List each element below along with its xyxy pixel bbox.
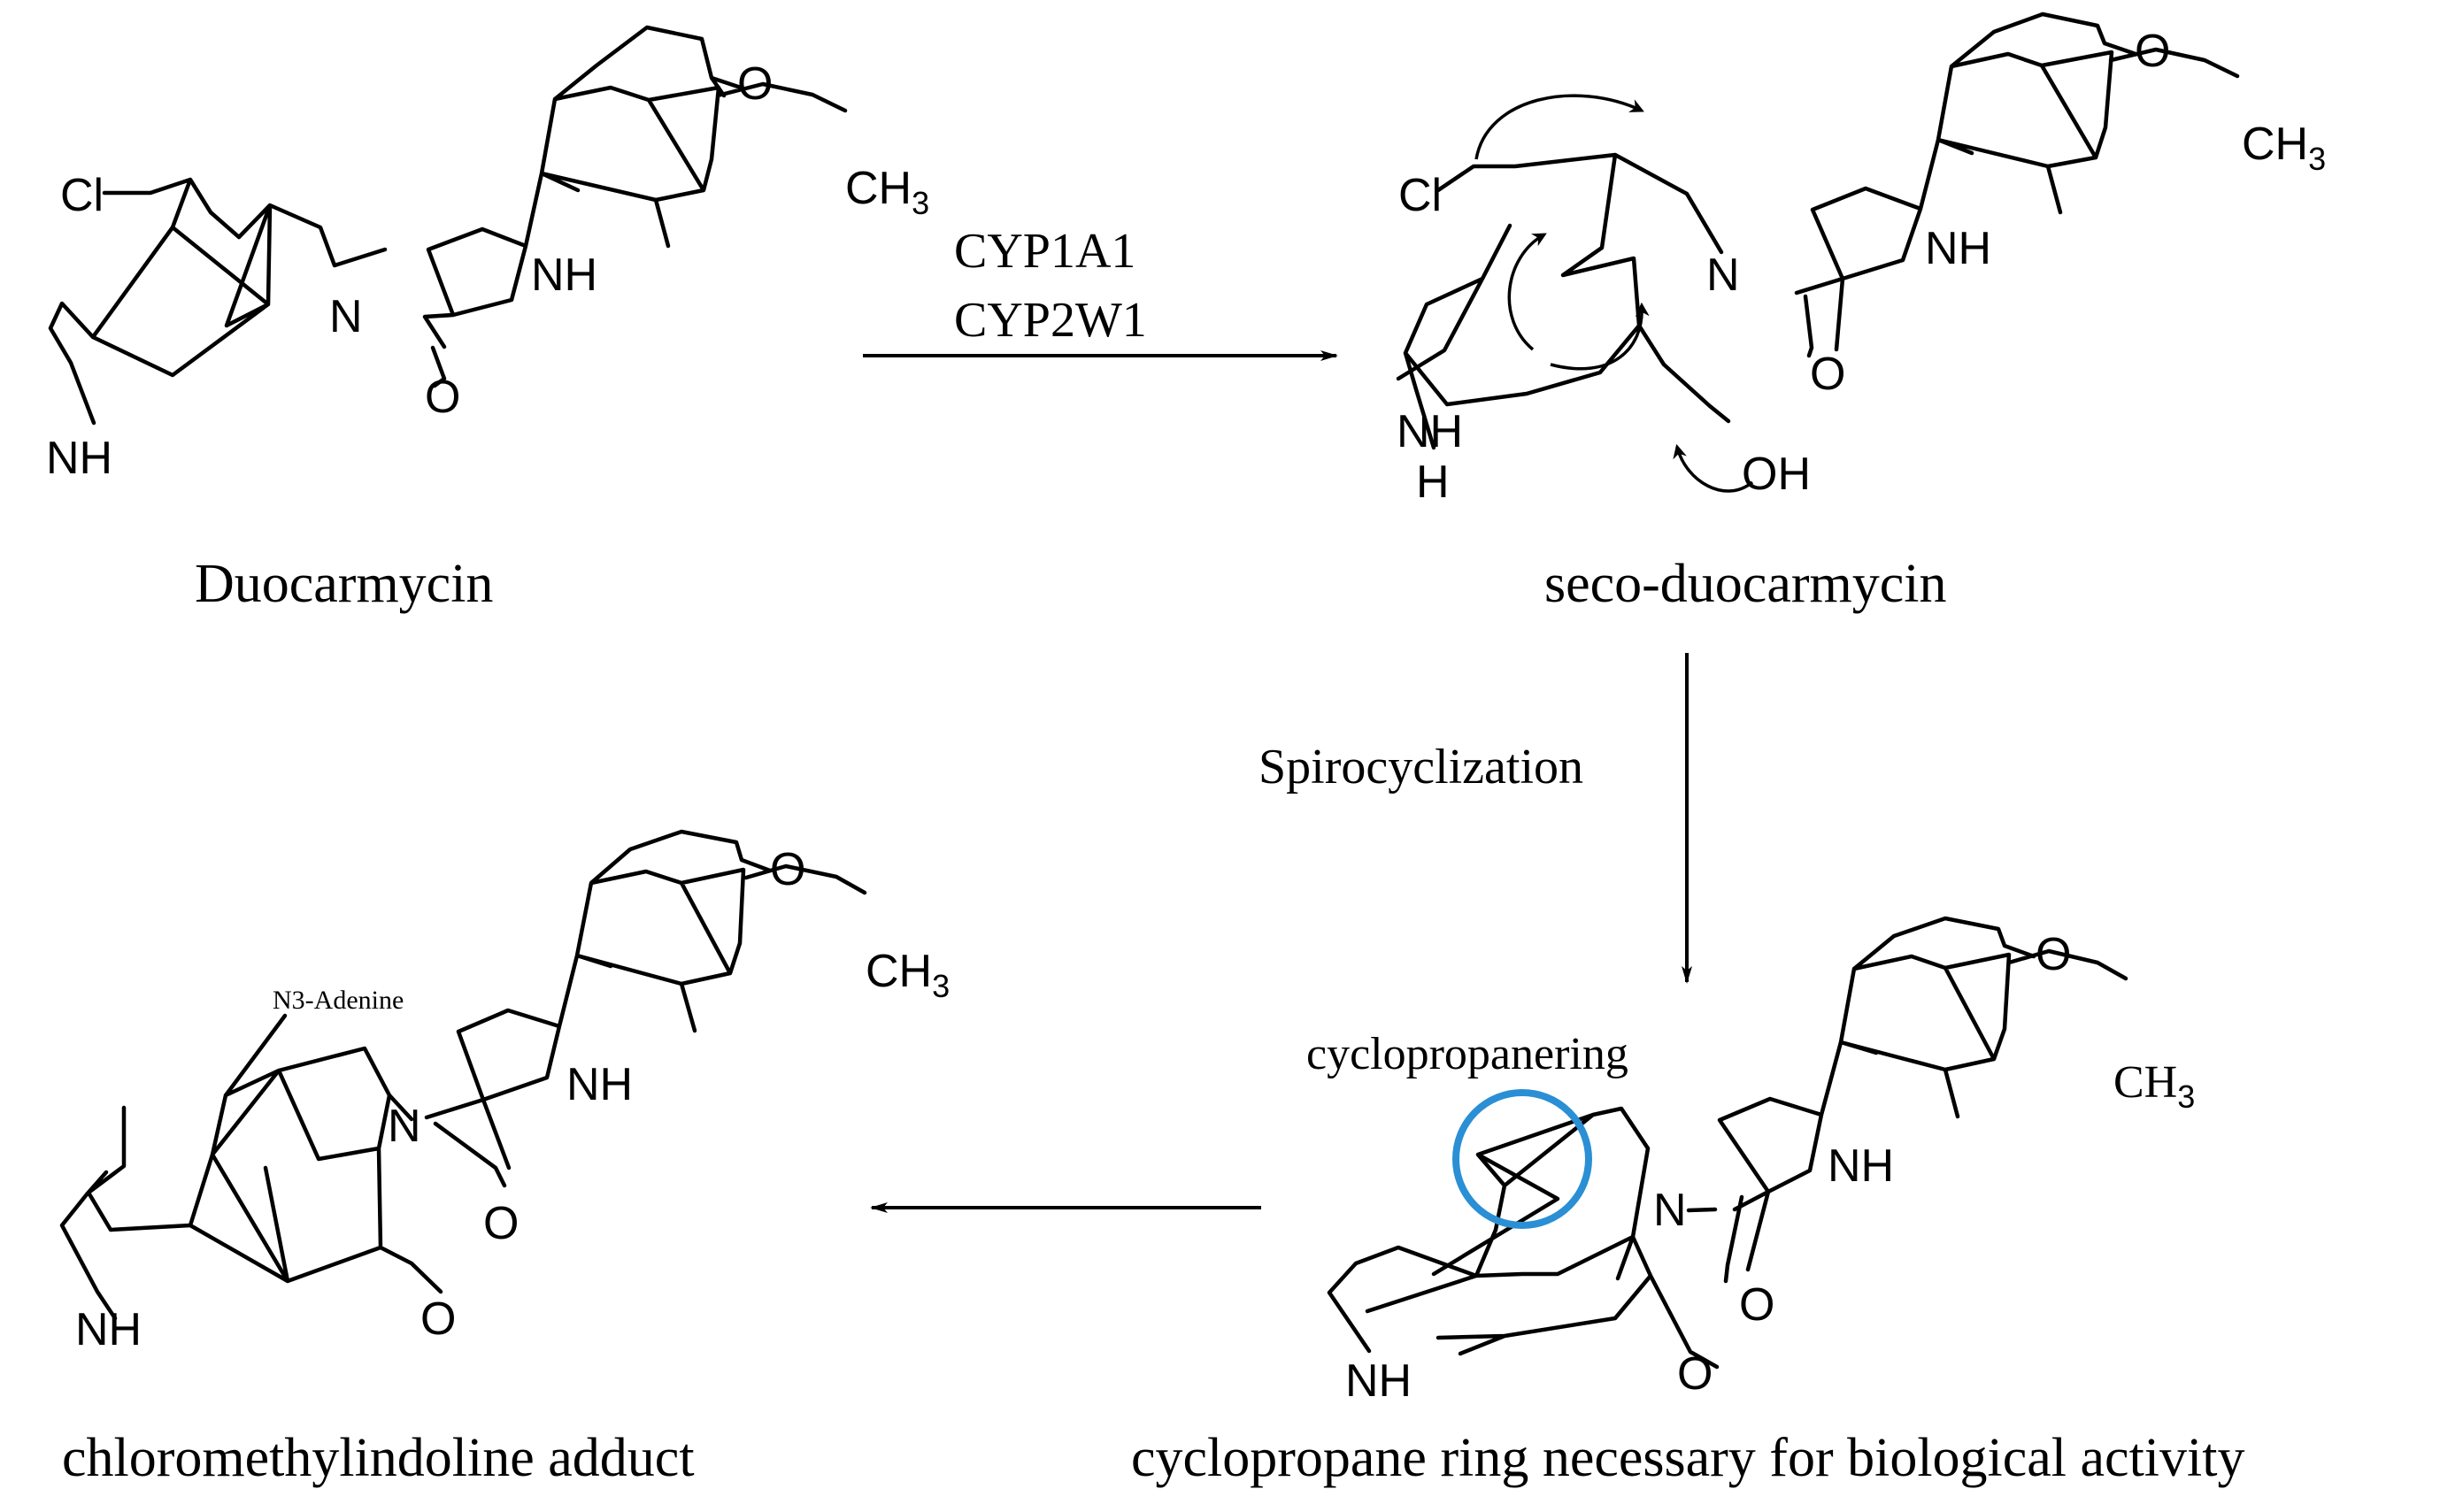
duocarmycin-bonds: [48, 25, 848, 426]
cyclopropane-atom-ch3: CH3: [2113, 1057, 2195, 1115]
seco-caption: seco-duocarmycin: [1544, 554, 1946, 614]
seco-duocarmycin-structure: Cl N NH NH H O OH O CH3 seco-duocarmycin: [1396, 12, 2326, 614]
cyclopropane-atom-o-ketone: O: [1677, 1348, 1713, 1400]
adduct-atom-ch3: CH3: [866, 946, 950, 1004]
seco-atom-cl: Cl: [1398, 170, 1442, 221]
adduct-structure: N3-Adenine N NH NH O O O CH3 chloromethy…: [59, 829, 950, 1488]
seco-curved-arrow-inner: [1550, 302, 1650, 371]
seco-atom-ch3: CH3: [2242, 119, 2326, 177]
step2-label: Spirocyclization: [1258, 740, 1583, 794]
seco-atom-o: O: [1810, 349, 1845, 400]
seco-atom-o-ether: O: [2135, 26, 2170, 77]
adduct-atom-o: O: [483, 1198, 519, 1249]
duocarmycin-structure: Cl N NH NH O O CH3 Duocarmycin: [46, 25, 929, 614]
cyclopropane-atom-nh-indole: NH: [1828, 1140, 1894, 1192]
adduct-atom-nh-indole: NH: [566, 1059, 633, 1110]
duocarmycin-atom-cl: Cl: [60, 170, 104, 221]
cyclopropane-atom-o-ether: O: [2036, 929, 2071, 980]
seco-curved-arrow-cl: [1474, 94, 1644, 160]
cyclopropane-bonds: [1327, 916, 2128, 1370]
duocarmycin-atom-nh-pyrrole: NH: [46, 433, 112, 484]
seco-atom-h-pyrrole: H: [1416, 457, 1450, 508]
duocarmycin-atom-n: N: [329, 291, 363, 342]
cyclopropane-caption: cyclopropane ring necessary for biologic…: [1131, 1428, 2244, 1488]
duocarmycin-caption: Duocarmycin: [195, 554, 493, 614]
seco-bonds: [1396, 12, 2240, 450]
cyclopropane-annotation: cyclopropanering: [1306, 1029, 1628, 1079]
seco-atom-nh-indole: NH: [1925, 223, 1991, 274]
duocarmycin-atom-o: O: [425, 372, 460, 423]
adduct-caption: chloromethylindoline adduct: [62, 1428, 695, 1488]
adduct-atom-n: N: [388, 1101, 421, 1152]
duocarmycin-atom-nh-indole: NH: [531, 249, 597, 301]
adduct-atom-nh-pyrrole: NH: [75, 1304, 142, 1355]
duocarmycin-atom-o-ether: O: [737, 58, 773, 110]
seco-atom-n: N: [1706, 249, 1740, 301]
cyclopropane-atom-o: O: [1739, 1279, 1774, 1331]
seco-curved-arrow-oh: [1673, 443, 1754, 493]
seco-curved-arrow-ring: [1507, 233, 1547, 351]
cyclopropane-structure: cyclopropanering N NH NH O O O CH3 cyclo…: [1131, 916, 2244, 1488]
adduct-bonds: [59, 829, 867, 1321]
step1-enzyme2: CYP2W1: [954, 293, 1147, 348]
cyclopropane-highlight-circle: [1452, 1089, 1592, 1229]
adduct-atom-o-ketone: O: [420, 1293, 456, 1345]
adduct-atom-o-ether: O: [770, 844, 805, 895]
reaction-step-2: Spirocyclization: [1258, 653, 1692, 984]
seco-atom-n-pyrrole: NH: [1397, 406, 1463, 457]
step1-enzyme1: CYP1A1: [954, 224, 1135, 279]
cyclopropane-atom-nh-pyrrole: NH: [1345, 1355, 1412, 1407]
reaction-step-1: CYP1A1 CYP2W1: [863, 224, 1338, 361]
cyclopropane-atom-n: N: [1653, 1185, 1687, 1236]
duocarmycin-atom-ch3: CH3: [845, 163, 929, 221]
seco-atom-oh: OH: [1742, 449, 1811, 500]
adduct-adenine-label: N3-Adenine: [273, 986, 404, 1015]
